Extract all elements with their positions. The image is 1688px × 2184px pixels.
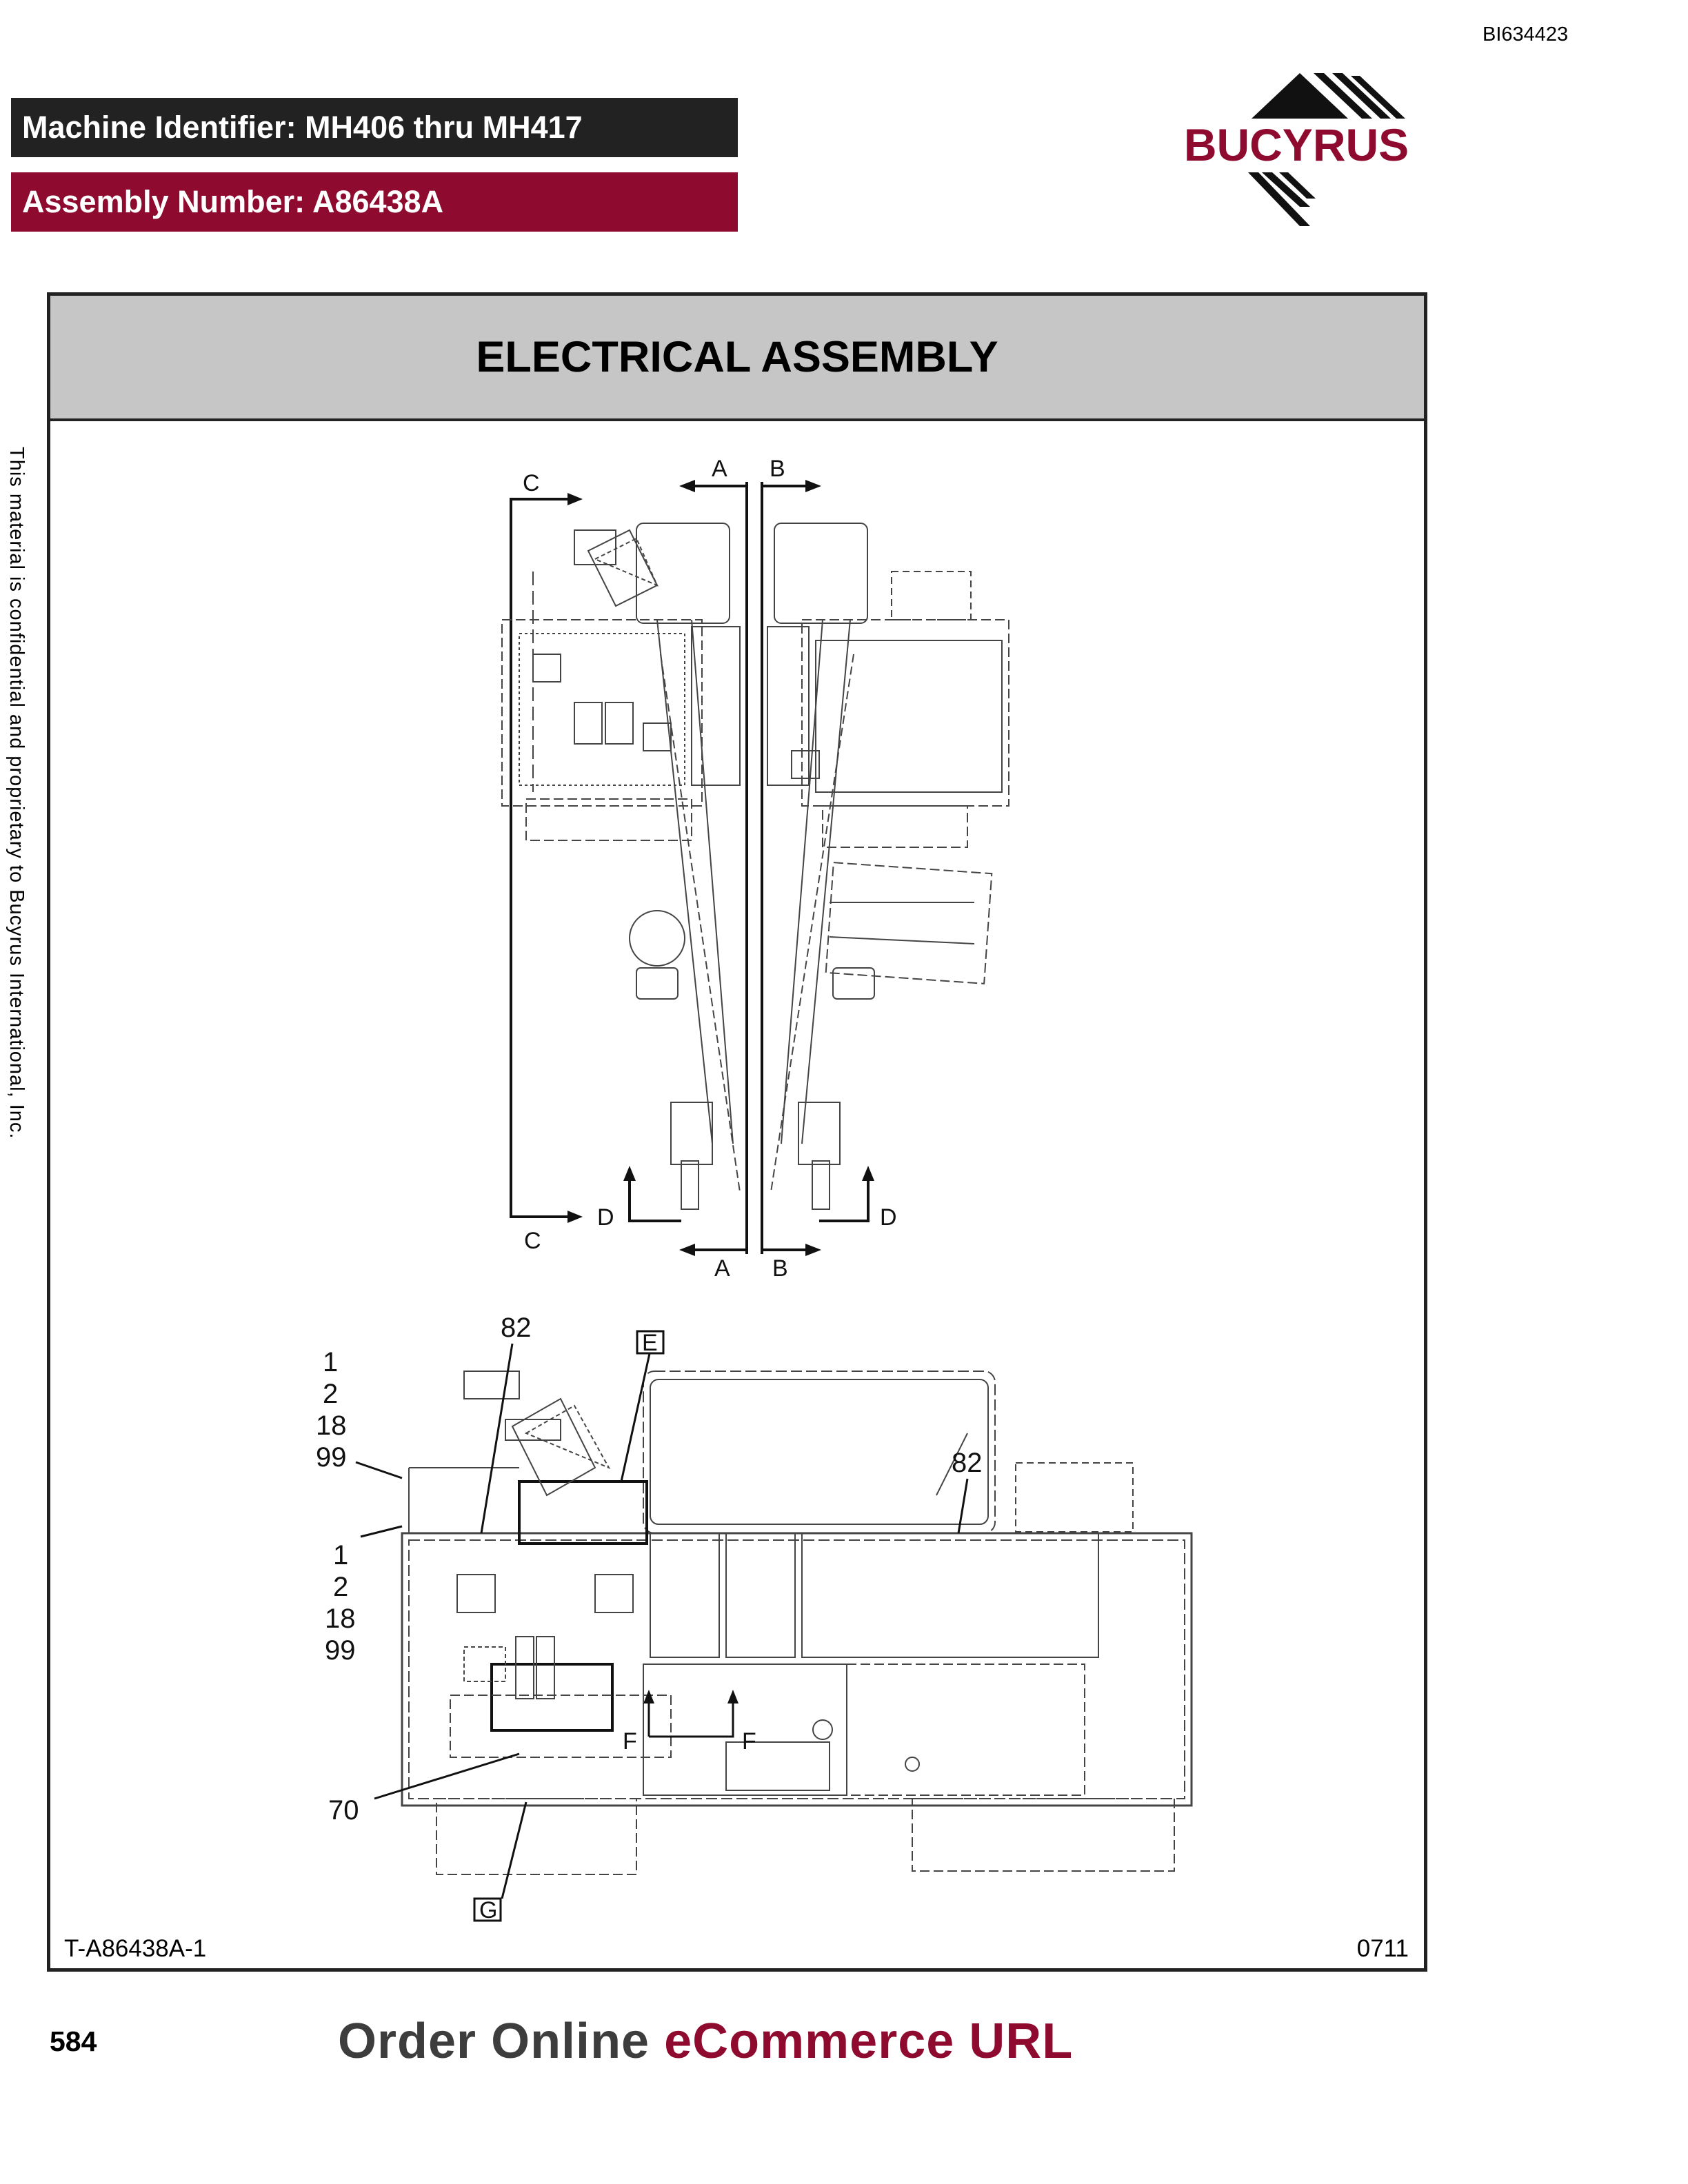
callout-group2-item: 99 bbox=[325, 1635, 356, 1666]
page-number: 584 bbox=[50, 2025, 97, 2057]
callout-group1-item: 1 bbox=[323, 1347, 338, 1377]
section-b-bottom-label: B bbox=[772, 1255, 788, 1282]
callout-70: 70 bbox=[328, 1795, 359, 1826]
detail-g-label: G bbox=[479, 1897, 497, 1923]
confidentiality-note: This material is confidential and propri… bbox=[6, 447, 28, 1140]
callout-82-left: 82 bbox=[501, 1313, 532, 1343]
ecommerce-url-text: eCommerce URL bbox=[664, 2014, 1074, 2069]
document-id: BI634423 bbox=[1483, 23, 1569, 46]
section-a-bottom-label: A bbox=[714, 1255, 730, 1282]
section-c-top-label: C bbox=[523, 470, 540, 496]
assembly-number-band: Assembly Number: A86438A bbox=[11, 172, 738, 232]
order-online-link[interactable]: Order Online eCommerce URL bbox=[338, 2013, 1073, 2070]
electrical-assembly-drawing: A B C A B C D D F F E G 82 82 70 1 2 18 … bbox=[316, 456, 1193, 1923]
machine-identifier-band: Machine Identifier: MH406 thru MH417 bbox=[11, 98, 738, 157]
detail-e-label: E bbox=[642, 1330, 658, 1356]
section-f-right-label: F bbox=[742, 1728, 756, 1755]
top-view bbox=[501, 480, 1009, 1256]
figure-date: 0711 bbox=[1356, 1935, 1409, 1962]
section-f-left-label: F bbox=[623, 1728, 637, 1755]
section-c-bottom-label: C bbox=[524, 1228, 541, 1254]
drawing-title: ELECTRICAL ASSEMBLY bbox=[476, 333, 998, 381]
section-b-top-label: B bbox=[770, 456, 785, 482]
drawing-frame: ELECTRICAL ASSEMBLY bbox=[47, 292, 1427, 1972]
figure-number: T-A86438A-1 bbox=[64, 1935, 207, 1962]
bucyrus-logo: BUCYRUS bbox=[1184, 73, 1409, 226]
section-d-right-label: D bbox=[880, 1204, 897, 1231]
order-online-text: Order Online bbox=[338, 2014, 665, 2069]
callout-group1-item: 2 bbox=[323, 1379, 338, 1409]
callout-group2-item: 1 bbox=[333, 1540, 348, 1570]
callout-group1-item: 18 bbox=[316, 1410, 347, 1441]
title-bar: ELECTRICAL ASSEMBLY bbox=[50, 296, 1424, 421]
callout-82-right: 82 bbox=[952, 1448, 983, 1478]
section-d-left-label: D bbox=[597, 1204, 614, 1231]
bottom-view bbox=[355, 1330, 1193, 1922]
callout-group1-item: 99 bbox=[316, 1442, 347, 1473]
callout-group2-item: 18 bbox=[325, 1604, 356, 1634]
callout-group2-item: 2 bbox=[333, 1572, 348, 1602]
logo-wordmark: BUCYRUS bbox=[1184, 119, 1409, 170]
section-a-top-label: A bbox=[712, 456, 727, 482]
